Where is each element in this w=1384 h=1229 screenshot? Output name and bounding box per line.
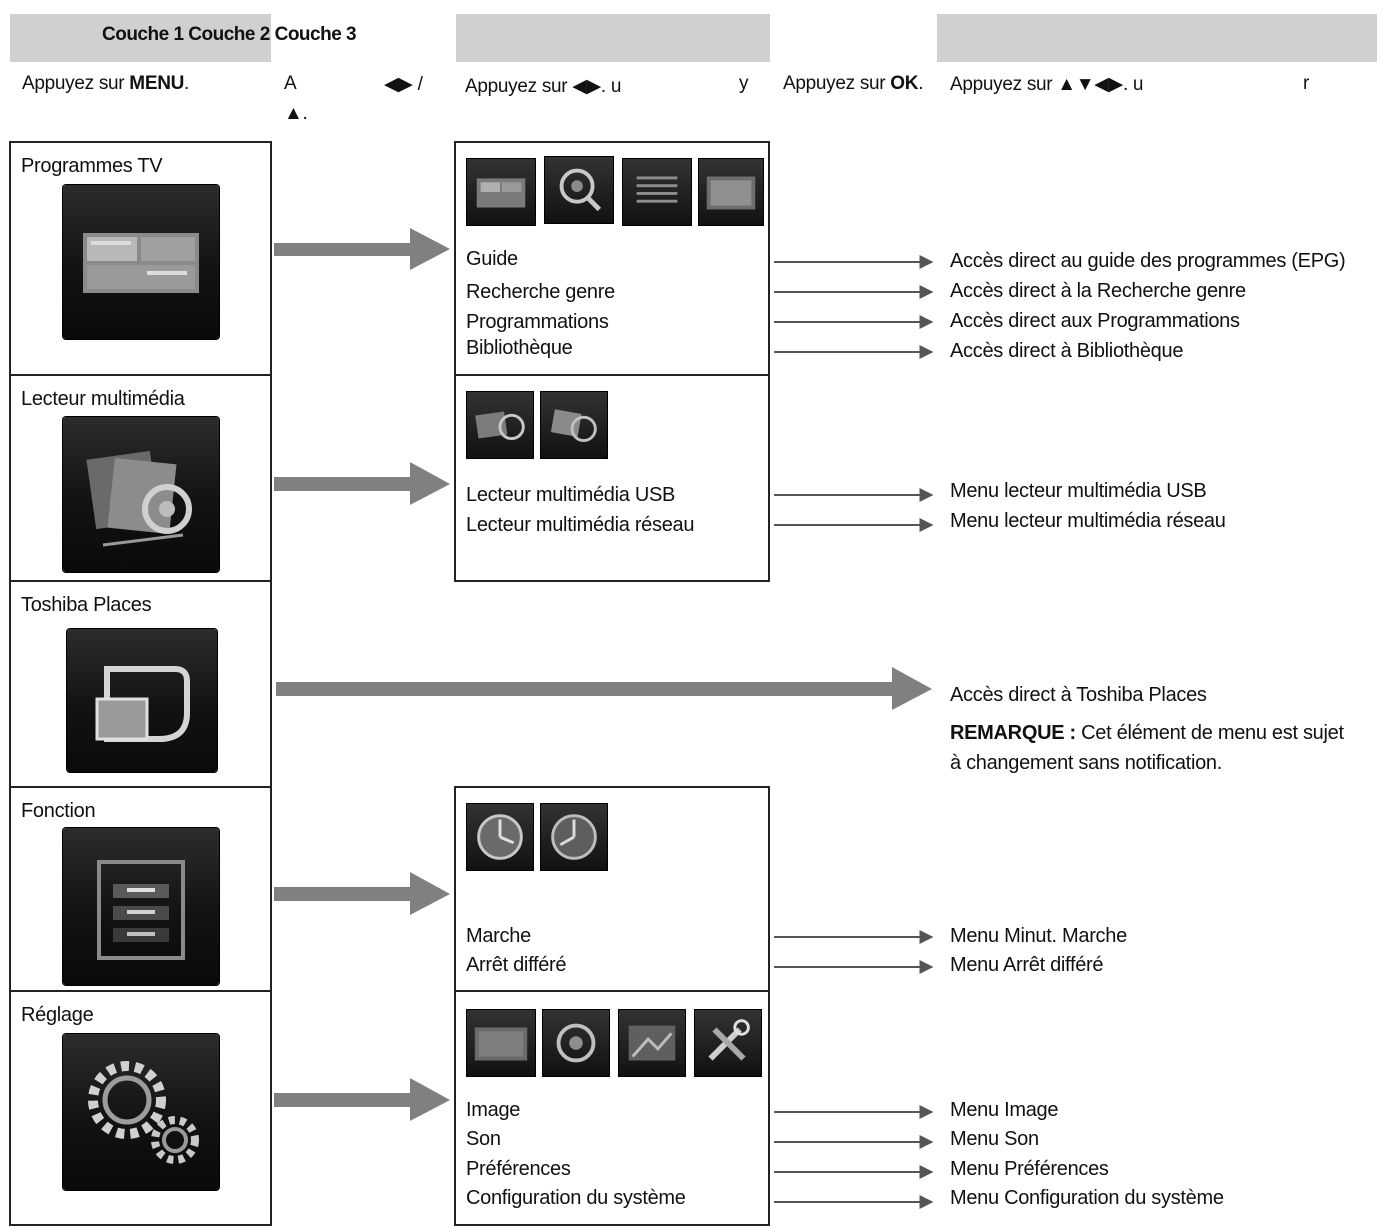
dest-image: Menu Image: [950, 1099, 1059, 1121]
category-fonction[interactable]: Fonction: [9, 786, 272, 992]
menu-item-marche[interactable]: Marche: [466, 925, 531, 947]
menu-item-guide[interactable]: Guide: [466, 248, 518, 270]
menu-item-programmations[interactable]: Programmations: [466, 311, 609, 333]
guide-thumb-icon[interactable]: [466, 158, 536, 226]
settings-gears-icon: [63, 1034, 219, 1190]
instruction-lr-suffix: . u: [600, 76, 622, 97]
header-bar-layer-2: [456, 14, 770, 62]
sleep-timer-thumb-icon[interactable]: [540, 803, 608, 871]
menu-item-recherche-genre[interactable]: Recherche genre: [466, 281, 615, 303]
left-right-arrows-icon: ◀▶: [572, 76, 601, 97]
thick-arrow-fonction: [274, 872, 450, 915]
toshiba-places-icon: [67, 629, 217, 772]
dest-marche: Menu Minut. Marche: [950, 925, 1127, 947]
menu-item-configuration[interactable]: Configuration du système: [466, 1187, 686, 1209]
thick-arrow-toshiba: [276, 667, 932, 710]
menu-item-reseau[interactable]: Lecteur multimédia réseau: [466, 514, 695, 536]
menu-item-arret-differe[interactable]: Arrêt différé: [466, 954, 567, 976]
instruction-arrows-a: A: [284, 73, 297, 94]
instruction-lr-tail: y: [739, 73, 749, 94]
dest-guide: Accès direct au guide des programmes (EP…: [950, 250, 1346, 272]
dest-reseau: Menu lecteur multimédia réseau: [950, 510, 1226, 532]
genre-search-thumb-icon[interactable]: [544, 156, 614, 224]
instruction-arrows-up: ▲.: [284, 103, 308, 124]
dest-son: Menu Son: [950, 1128, 1039, 1150]
instruction-menu-suffix: .: [184, 73, 190, 94]
network-media-thumb-icon[interactable]: [540, 391, 608, 459]
sound-thumb-icon[interactable]: [542, 1009, 610, 1077]
dest-genre: Accès direct à la Recherche genre: [950, 280, 1246, 302]
dest-arret-differe: Menu Arrêt différé: [950, 954, 1104, 976]
ok-key-label: OK: [890, 73, 919, 94]
instruction-left-right: Appuyez sur ◀▶. u: [465, 75, 621, 98]
system-setup-thumb-icon[interactable]: [694, 1009, 762, 1077]
category-label: Programmes TV: [21, 155, 163, 177]
note-text: Cet élément de menu est sujet à changeme…: [950, 722, 1344, 774]
submenu-lecteur-multimedia: Lecteur multimédia USB Lecteur multimédi…: [454, 374, 770, 582]
category-label: Toshiba Places: [21, 594, 152, 616]
instruction-arrows-glyphs: ◀▶ /: [384, 74, 423, 95]
dest-programmations: Accès direct aux Programmations: [950, 310, 1240, 332]
dest-bibliotheque: Accès direct à Bibliothèque: [950, 340, 1184, 362]
instruction-ok-prefix: Appuyez sur: [783, 73, 891, 94]
note-label: REMARQUE :: [950, 722, 1076, 744]
category-toshiba-places[interactable]: Toshiba Places: [9, 580, 272, 788]
submenu-programmes-tv: Guide Recherche genre Programmations Bib…: [454, 141, 770, 376]
category-programmes-tv[interactable]: Programmes TV: [9, 141, 272, 376]
function-cabinet-icon: [63, 828, 219, 985]
category-lecteur-multimedia[interactable]: Lecteur multimédia: [9, 374, 272, 582]
menu-item-bibliotheque[interactable]: Bibliothèque: [466, 337, 573, 359]
dest-configuration: Menu Configuration du système: [950, 1187, 1224, 1209]
dest-toshiba-places: Accès direct à Toshiba Places: [950, 684, 1207, 706]
usb-media-thumb-icon[interactable]: [466, 391, 534, 459]
thick-arrow-reglage: [274, 1078, 450, 1121]
instruction-lr-prefix: Appuyez sur: [465, 76, 573, 97]
instruction-menu: Appuyez sur MENU.: [22, 73, 189, 95]
instruction-ok: Appuyez sur OK.: [783, 73, 923, 95]
instruction-four-way: Appuyez sur ▲▼◀▶. u: [950, 73, 1143, 96]
schedule-list-thumb-icon[interactable]: [622, 158, 692, 226]
picture-thumb-icon[interactable]: [466, 1009, 536, 1077]
header-bar-layer-3: [937, 14, 1377, 62]
menu-item-image[interactable]: Image: [466, 1099, 521, 1121]
category-reglage[interactable]: Réglage: [9, 990, 272, 1226]
tv-programs-icon: [63, 185, 219, 339]
thick-arrow-lecteur: [274, 462, 450, 505]
menu-item-son[interactable]: Son: [466, 1128, 501, 1150]
on-timer-thumb-icon[interactable]: [466, 803, 534, 871]
library-thumb-icon[interactable]: [698, 158, 764, 226]
category-label: Réglage: [21, 1004, 94, 1026]
thick-arrow-programmes: [274, 228, 450, 270]
layers-title: Couche 1 Couche 2 Couche 3: [102, 24, 357, 45]
dest-preferences: Menu Préférences: [950, 1158, 1109, 1180]
media-player-icon: [63, 417, 219, 572]
four-way-arrows-icon: ▲▼◀▶: [1057, 74, 1123, 95]
submenu-fonction: Marche Arrêt différé: [454, 786, 770, 992]
preferences-thumb-icon[interactable]: [618, 1009, 686, 1077]
instruction-fw-suffix: . u: [1122, 74, 1144, 95]
instruction-fw-tail: r: [1303, 73, 1310, 94]
instruction-ok-suffix: .: [918, 73, 924, 94]
submenu-reglage: Image Son Préférences Configuration du s…: [454, 990, 770, 1226]
menu-item-preferences[interactable]: Préférences: [466, 1158, 571, 1180]
menu-item-usb[interactable]: Lecteur multimédia USB: [466, 484, 676, 506]
instruction-menu-prefix: Appuyez sur: [22, 73, 130, 94]
note-remarque: REMARQUE : Cet élément de menu est sujet…: [950, 718, 1350, 778]
header-bar-layer-1: [10, 14, 271, 62]
menu-key-label: MENU: [129, 73, 185, 94]
category-label: Lecteur multimédia: [21, 388, 185, 410]
dest-usb: Menu lecteur multimédia USB: [950, 480, 1207, 502]
category-label: Fonction: [21, 800, 96, 822]
instruction-fw-prefix: Appuyez sur: [950, 74, 1058, 95]
